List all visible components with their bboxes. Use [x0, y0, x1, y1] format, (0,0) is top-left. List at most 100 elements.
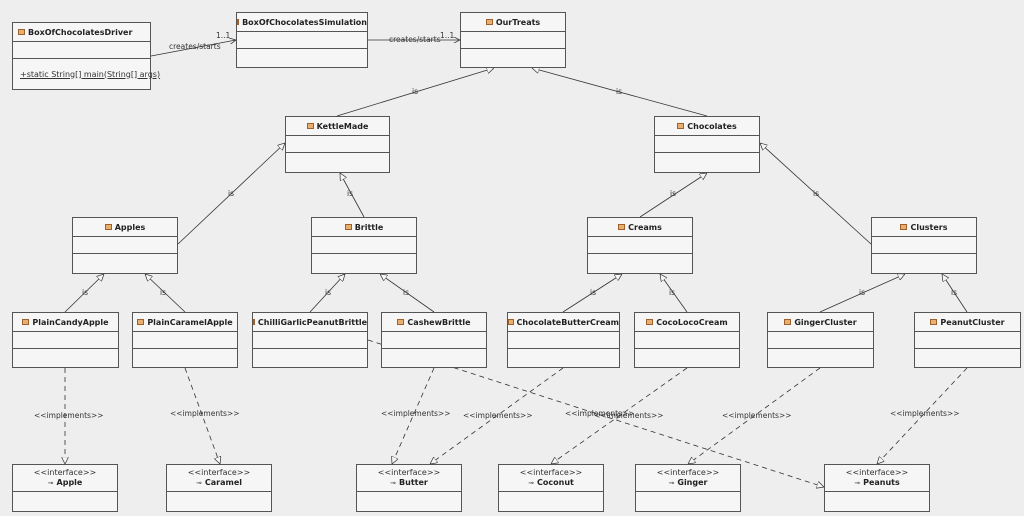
attributes-compartment [286, 136, 389, 153]
class-box-brittle[interactable]: Brittle [311, 217, 417, 274]
generalization-edge [145, 274, 186, 313]
interface-box-ginger[interactable]: <<interface>>⊸Ginger [635, 464, 741, 512]
class-name: OurTreats [495, 17, 541, 27]
edge-label-implements: <<implements>> [463, 411, 533, 420]
operations-compartment [73, 254, 177, 273]
attributes-compartment [13, 332, 118, 349]
operations-compartment [13, 349, 118, 367]
attributes-compartment [915, 332, 1020, 349]
stereotype-label: <<interface>> [187, 468, 251, 477]
class-name: Brittle [354, 222, 384, 232]
edge-label-is: is [347, 189, 353, 198]
class-name: CashewBrittle [407, 317, 471, 327]
attributes-compartment [237, 32, 367, 49]
edge-label-is: is [325, 288, 331, 297]
interface-icon: ⊸ [196, 479, 202, 487]
interface-icon: ⊸ [47, 479, 54, 487]
generalization-edge [380, 274, 435, 313]
class-name: Apples [114, 222, 146, 232]
stereotype-label: <<interface>> [377, 468, 441, 477]
stereotype-label: <<interface>> [656, 468, 720, 477]
class-box-apples[interactable]: Apples [72, 217, 178, 274]
attributes-compartment [73, 237, 177, 254]
class-name: ChocolateButterCream [516, 317, 619, 327]
attributes-compartment [588, 237, 692, 254]
edge-label-implements: <<implements>> [890, 409, 960, 418]
edge-label-implements: <<implements>> [722, 411, 792, 420]
edge-label-is: is [669, 288, 675, 297]
interface-body [167, 492, 271, 511]
interface-box-apple[interactable]: <<interface>>⊸Apple [12, 464, 118, 512]
operations-compartment [872, 254, 976, 273]
class-icon [237, 19, 240, 25]
class-box-cocoloco[interactable]: CocoLocoCream [634, 312, 740, 368]
generalization-edge [340, 173, 365, 218]
edge-label-is: is [228, 189, 234, 198]
class-icon [18, 29, 25, 35]
operations-compartment [588, 254, 692, 273]
class-icon [344, 224, 352, 230]
class-box-driver[interactable]: BoxOfChocolatesDriver +static String[] m… [12, 22, 160, 90]
class-name: CocoLocoCream [656, 317, 728, 327]
generalization-edge [336, 68, 494, 117]
generalization-edge [819, 274, 905, 313]
attributes-compartment [133, 332, 237, 349]
generalization-edge [64, 274, 104, 313]
class-box-peanutcluster[interactable]: PeanutCluster [914, 312, 1021, 368]
attributes-compartment [382, 332, 486, 349]
class-name: KettleMade [316, 121, 369, 131]
interface-icon: ⊸ [668, 479, 675, 487]
class-box-cashewbrittle[interactable]: CashewBrittle [381, 312, 487, 368]
generalization-edge [760, 143, 872, 245]
interface-name: Coconut [537, 478, 574, 487]
class-icon [900, 224, 908, 230]
class-box-gingercluster[interactable]: GingerCluster [767, 312, 874, 368]
class-icon [485, 19, 493, 25]
edge-label-implements: <<implements>> [170, 409, 240, 418]
class-icon [104, 224, 112, 230]
class-box-clusters[interactable]: Clusters [871, 217, 977, 274]
class-box-chocolates[interactable]: Chocolates [654, 116, 760, 173]
association-edge [150, 40, 236, 57]
stereotype-label: <<interface>> [845, 468, 909, 477]
class-icon [677, 123, 685, 129]
class-icon [397, 319, 405, 325]
interface-box-caramel[interactable]: <<interface>>⊸Caramel [166, 464, 272, 512]
interface-body [499, 492, 603, 511]
generalization-edge [660, 274, 688, 313]
class-name: PlainCandyApple [32, 317, 109, 327]
edge-label-implements: <<implements>> [565, 409, 635, 418]
attributes-compartment [768, 332, 873, 349]
class-box-plaincandyapple[interactable]: PlainCandyApple [12, 312, 119, 368]
operations-compartment [286, 153, 389, 172]
class-box-kettlemade[interactable]: KettleMade [285, 116, 390, 173]
class-box-chocbuttercream[interactable]: ChocolateButterCream [507, 312, 620, 368]
class-box-simulation[interactable]: BoxOfChocolatesSimulation [236, 12, 368, 68]
edge-label-is: is [82, 288, 88, 297]
class-box-creams[interactable]: Creams [587, 217, 693, 274]
class-box-ourtreats[interactable]: OurTreats [460, 12, 566, 68]
attributes-compartment [655, 136, 759, 153]
attributes-compartment [635, 332, 739, 349]
interface-box-butter[interactable]: <<interface>>⊸Butter [356, 464, 462, 512]
class-box-plaincaramelapple[interactable]: PlainCaramelApple [132, 312, 238, 368]
operations-compartment [635, 349, 739, 367]
operations-compartment [382, 349, 486, 367]
class-name: PeanutCluster [940, 317, 1005, 327]
interface-box-coconut[interactable]: <<interface>>⊸Coconut [498, 464, 604, 512]
class-name: GingerCluster [794, 317, 857, 327]
class-icon [646, 319, 654, 325]
attributes-compartment [312, 237, 416, 254]
class-name: Clusters [910, 222, 948, 232]
edge-label-creates: creates/starts [389, 35, 441, 44]
edge-label-creates: creates/starts [169, 42, 221, 51]
interface-box-peanuts[interactable]: <<interface>>⊸Peanuts [824, 464, 930, 512]
generalization-edge [562, 274, 622, 313]
class-box-chilligarlic[interactable]: ChilliGarlicPeanutBrittle [252, 312, 368, 368]
edge-label-is: is [160, 288, 166, 297]
class-icon [784, 319, 792, 325]
edge-label-implements: <<implements>> [381, 409, 451, 418]
edge-label-implements: <<implements>> [34, 411, 104, 420]
operations-compartment [768, 349, 873, 367]
